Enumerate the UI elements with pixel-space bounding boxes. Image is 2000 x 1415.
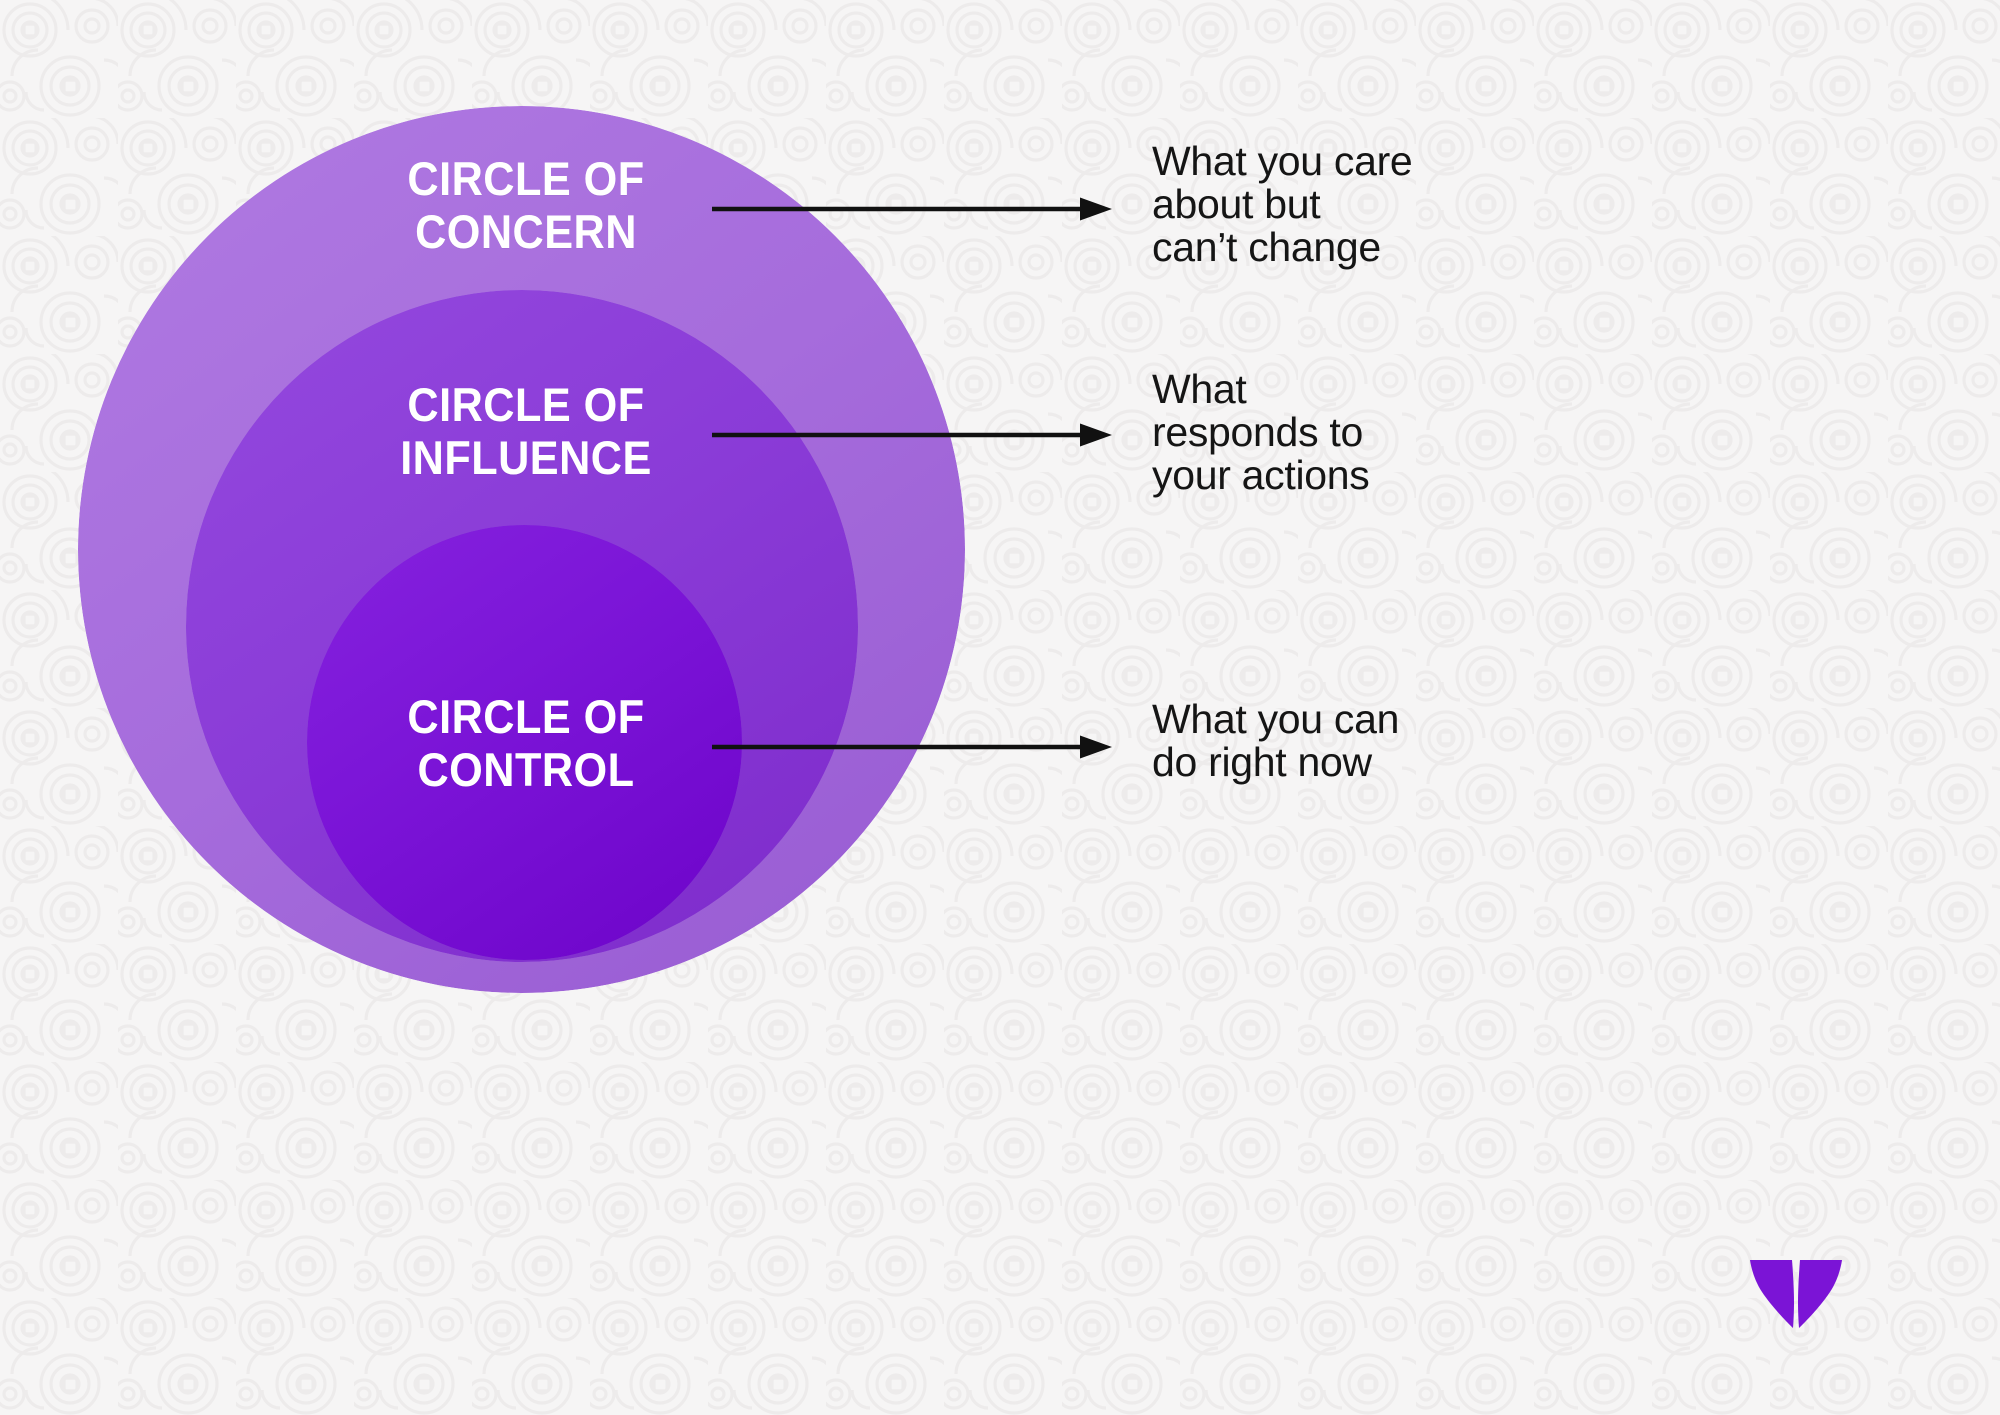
circle-of-control-label: CIRCLE OF CONTROL <box>407 690 645 797</box>
annotation-influence: What responds to your actions <box>1152 366 1370 498</box>
circle-of-influence-label: CIRCLE OF INFLUENCE <box>400 378 652 485</box>
mindvalley-leaf-logo <box>1750 1260 1842 1328</box>
arrow-to-influence <box>712 423 1112 447</box>
annotation-concern: What you care about but can’t change <box>1152 138 1413 270</box>
circle-of-concern-label: CIRCLE OF CONCERN <box>407 152 645 259</box>
arrow-to-concern <box>712 197 1112 221</box>
arrow-to-control <box>712 735 1112 759</box>
annotation-control: What you can do right now <box>1152 696 1400 785</box>
